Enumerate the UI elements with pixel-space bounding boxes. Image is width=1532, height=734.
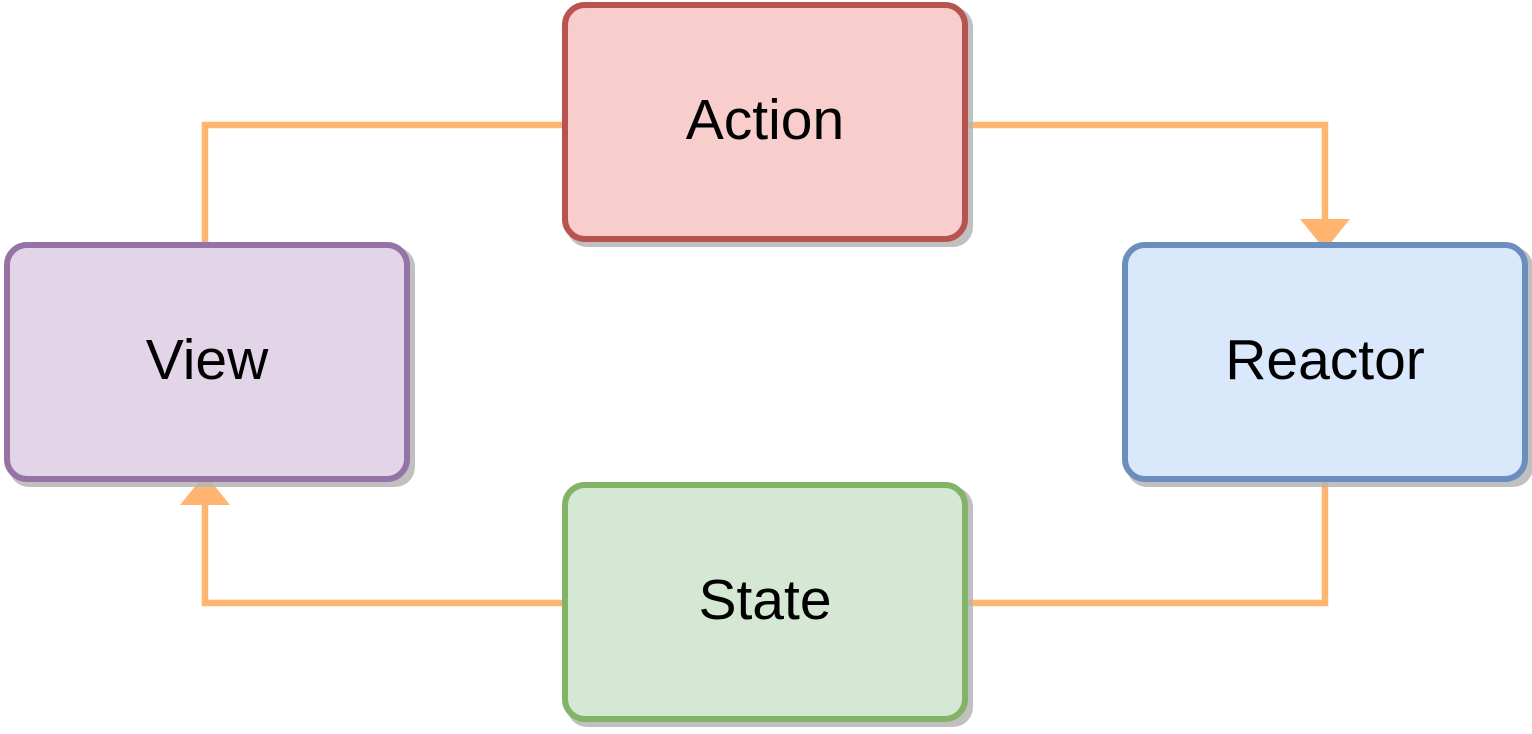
node-view-label: View [146,328,269,392]
node-state-shape[interactable] [562,482,968,722]
edge-view-to-action [201,121,562,242]
node-view[interactable]: View [4,242,410,482]
arrowhead-into-view-icon [180,474,230,505]
node-state[interactable]: State [562,482,968,722]
edge-reactor-to-state [968,482,1329,607]
edge-state-to-view [201,496,562,607]
node-action-label: Action [686,88,844,152]
node-action-shape[interactable] [562,2,968,242]
edges-layer [180,121,1350,607]
node-view-shape[interactable] [4,242,410,482]
node-reactor-shape[interactable] [1122,242,1528,482]
node-reactor[interactable]: Reactor [1122,242,1528,482]
arrowhead-into-reactor-icon [1300,219,1350,250]
node-action[interactable]: Action [562,2,968,242]
node-state-label: State [698,568,831,632]
edge-action-to-reactor [968,121,1329,228]
node-reactor-label: Reactor [1225,328,1425,392]
